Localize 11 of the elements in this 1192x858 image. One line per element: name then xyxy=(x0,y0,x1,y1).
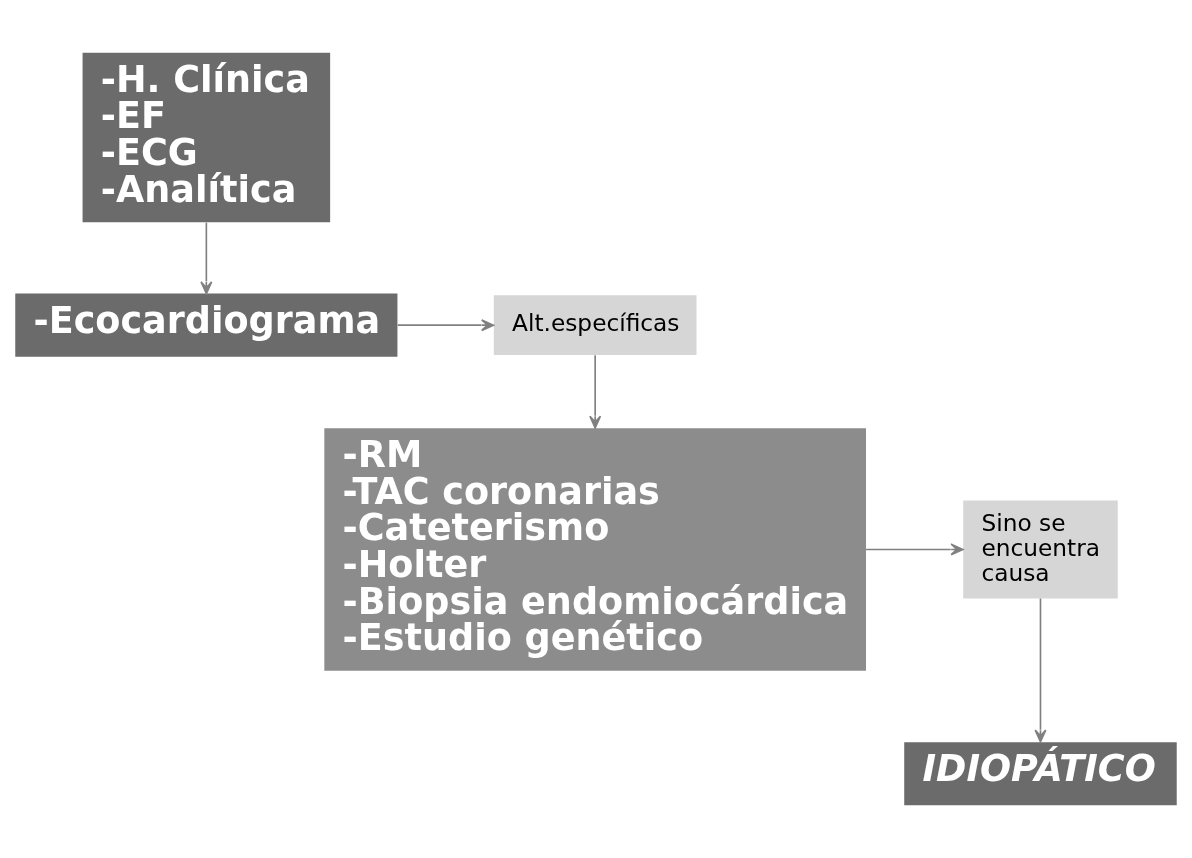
arrow xyxy=(200,221,213,295)
arrow xyxy=(865,543,964,556)
node-box: Alt.específicas xyxy=(493,295,697,356)
arrow xyxy=(396,319,495,332)
node-box: -Ecocardiograma xyxy=(15,293,398,357)
node-box: -H. Clínica -EF -ECG -Analítica xyxy=(82,52,331,223)
node-box: -RM -TAC coronarias -Cateterismo -Holter -Biopsia endomiocárdica -Estudio genético xyxy=(324,428,866,671)
node-box: IDIOPÁTICO xyxy=(904,742,1177,806)
arrow xyxy=(589,354,602,429)
node-box: Sino se encuentra causa xyxy=(963,500,1118,599)
arrow xyxy=(1034,597,1047,743)
